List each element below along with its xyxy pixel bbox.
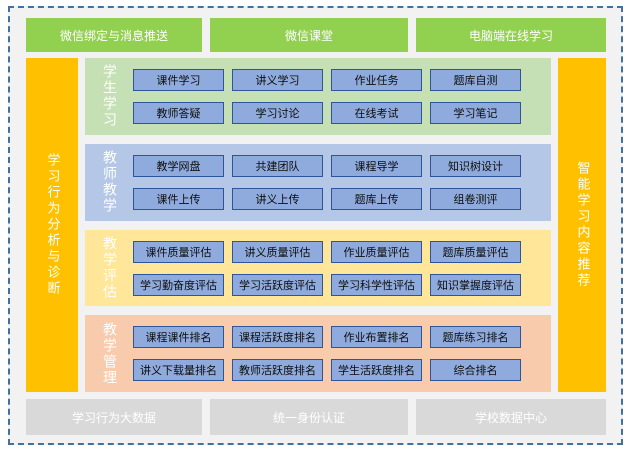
feature-box-homework-quality-eval: 作业质量评估: [331, 240, 422, 263]
panel-grid-teaching-management: 课程课件排名 课程活跃度排名 作业布置排名 题库练习排名 讲义下载量排名 教师活…: [133, 315, 551, 392]
panel-label-teacher-teaching: 教师教学: [101, 150, 117, 215]
feature-box-student-activity-ranking: 学生活跃度排名: [331, 359, 422, 382]
feature-box-teaching-netdisk: 教学网盘: [133, 154, 224, 177]
section-panels: 学生学习 课件学习 讲义学习 作业任务 题库自测 教师答疑 学习讨论 在线考试 …: [85, 58, 551, 392]
feature-box-study-notes: 学习笔记: [430, 102, 521, 124]
panel-teacher-teaching: 教师教学 教学网盘 共建团队 课程导学 知识树设计 课件上传 讲义上传 题库上传…: [85, 143, 551, 221]
feature-box-courseware-quality-eval: 课件质量评估: [133, 240, 224, 263]
bottom-box-school-data-center: 学校数据中心: [416, 399, 606, 435]
feature-box-teacher-qa: 教师答疑: [133, 102, 224, 124]
feature-box-course-courseware-ranking: 课程课件排名: [133, 326, 224, 349]
bottom-box-learning-behavior-bigdata: 学习行为大数据: [26, 399, 202, 435]
feature-box-learning-discussion: 学习讨论: [232, 102, 323, 124]
panel-label-teaching-management: 教学管理: [101, 321, 117, 386]
bottom-box-unified-identity-auth: 统一身份认证: [210, 399, 408, 435]
feature-box-overall-ranking: 综合排名: [430, 359, 521, 382]
feature-box-handout-learning: 讲义学习: [232, 69, 323, 91]
panel-student-learning: 学生学习 课件学习 讲义学习 作业任务 题库自测 教师答疑 学习讨论 在线考试 …: [85, 58, 551, 135]
panel-label-teaching-evaluation: 教学评估: [101, 235, 117, 300]
feature-box-courseware-learning: 课件学习: [133, 69, 224, 91]
feature-box-knowledge-mastery-eval: 知识掌握度评估: [430, 273, 521, 296]
top-layer-row: 微信绑定与消息推送 微信课堂 电脑端在线学习: [26, 18, 606, 52]
feature-box-activity-eval: 学习活跃度评估: [232, 273, 323, 296]
panel-label-student-learning: 学生学习: [101, 64, 117, 129]
feature-box-handout-quality-eval: 讲义质量评估: [232, 240, 323, 263]
feature-box-scientificity-eval: 学习科学性评估: [331, 273, 422, 296]
feature-box-courseware-upload: 课件上传: [133, 187, 224, 210]
feature-box-course-guidance: 课程导学: [331, 154, 422, 177]
top-box-wechat-classroom: 微信课堂: [210, 18, 408, 52]
feature-box-question-bank-upload: 题库上传: [331, 187, 422, 210]
feature-box-online-exam: 在线考试: [331, 102, 422, 124]
feature-box-knowledge-tree-design: 知识树设计: [430, 154, 521, 177]
panel-grid-student-learning: 课件学习 讲义学习 作业任务 题库自测 教师答疑 学习讨论 在线考试 学习笔记: [133, 58, 551, 135]
feature-box-handout-upload: 讲义上传: [232, 187, 323, 210]
feature-box-diligence-eval: 学习勤奋度评估: [133, 273, 224, 296]
feature-box-teacher-activity-ranking: 教师活跃度排名: [232, 359, 323, 382]
top-box-wechat-binding-push: 微信绑定与消息推送: [26, 18, 202, 52]
right-bar-intelligent-content-recommendation: 智能学习内容推荐: [558, 58, 606, 392]
feature-box-homework-assignment-ranking: 作业布置排名: [331, 326, 422, 349]
feature-box-homework-tasks: 作业任务: [331, 69, 422, 91]
feature-box-handout-download-ranking: 讲义下载量排名: [133, 359, 224, 382]
panel-grid-teaching-evaluation: 课件质量评估 讲义质量评估 作业质量评估 题库质量评估 学习勤奋度评估 学习活跃…: [133, 230, 551, 307]
panel-teaching-management: 教学管理 课程课件排名 课程活跃度排名 作业布置排名 题库练习排名 讲义下载量排…: [85, 315, 551, 392]
feature-box-question-bank-selftest: 题库自测: [430, 69, 521, 91]
feature-box-question-practice-ranking: 题库练习排名: [430, 326, 521, 349]
feature-box-course-activity-ranking: 课程活跃度排名: [232, 326, 323, 349]
bottom-layer-row: 学习行为大数据 统一身份认证 学校数据中心: [26, 399, 606, 435]
panel-teaching-evaluation: 教学评估 课件质量评估 讲义质量评估 作业质量评估 题库质量评估 学习勤奋度评估…: [85, 229, 551, 307]
feature-box-paper-assembly-assessment: 组卷测评: [430, 187, 521, 210]
top-box-pc-online-learning: 电脑端在线学习: [416, 18, 606, 52]
middle-area: 学习行为分析与诊断 学生学习 课件学习 讲义学习 作业任务 题库自测 教师答疑 …: [26, 58, 606, 392]
panel-grid-teacher-teaching: 教学网盘 共建团队 课程导学 知识树设计 课件上传 讲义上传 题库上传 组卷测评: [133, 144, 551, 221]
feature-box-cobuild-team: 共建团队: [232, 154, 323, 177]
diagram-frame: 微信绑定与消息推送 微信课堂 电脑端在线学习 学习行为分析与诊断 学生学习 课件…: [8, 6, 623, 445]
left-bar-learning-behavior-analysis: 学习行为分析与诊断: [26, 58, 78, 392]
feature-box-question-bank-quality-eval: 题库质量评估: [430, 240, 521, 263]
